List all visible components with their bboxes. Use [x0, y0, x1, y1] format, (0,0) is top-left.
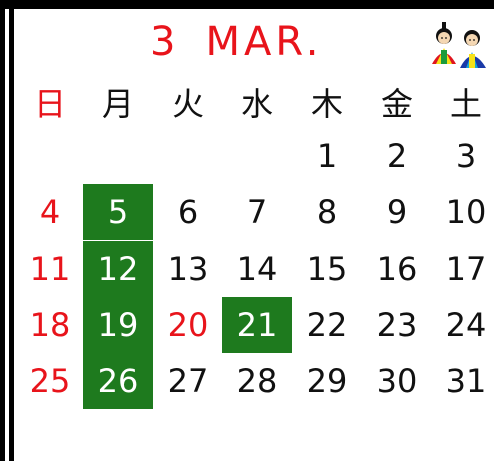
- day-cell-13: 13: [167, 250, 209, 288]
- left-border-inner: [9, 0, 14, 461]
- day-cell-26: 26: [83, 353, 153, 409]
- weekday-fri: 金: [380, 85, 413, 123]
- day-cell-31: 31: [445, 362, 487, 400]
- day-cell-27: 27: [167, 362, 209, 400]
- weekday-tue: 火: [171, 85, 204, 123]
- day-cell-8: 8: [316, 193, 338, 231]
- day-cell-16: 16: [376, 250, 418, 288]
- day-cell-25: 25: [29, 362, 71, 400]
- top-border: [0, 0, 494, 9]
- day-cell-23: 23: [376, 306, 418, 344]
- weekday-mon: 月: [101, 85, 134, 123]
- weekday-thu: 木: [310, 85, 343, 123]
- weekday-wed: 水: [240, 85, 273, 123]
- day-cell-24: 24: [445, 306, 487, 344]
- day-cell-28: 28: [236, 362, 278, 400]
- day-cell-12: 12: [83, 241, 153, 297]
- month-name: MAR.: [205, 19, 323, 65]
- day-cell-21: 21: [222, 297, 292, 353]
- day-cell-7: 7: [246, 193, 268, 231]
- day-cell-1: 1: [316, 137, 338, 175]
- weekday-sun: 日: [33, 85, 66, 123]
- day-cell-5: 5: [83, 184, 153, 240]
- day-cell-30: 30: [376, 362, 418, 400]
- day-cell-14: 14: [236, 250, 278, 288]
- day-cell-11: 11: [29, 250, 71, 288]
- day-cell-10: 10: [445, 193, 487, 231]
- day-cell-22: 22: [306, 306, 348, 344]
- day-cell-18: 18: [29, 306, 71, 344]
- day-cell-3: 3: [455, 137, 477, 175]
- month-number: 3: [150, 19, 180, 65]
- day-cell-9: 9: [386, 193, 408, 231]
- day-cell-17: 17: [445, 250, 487, 288]
- day-cell-29: 29: [306, 362, 348, 400]
- calendar-title: 3 MAR.: [150, 18, 322, 66]
- day-cell-2: 2: [386, 137, 408, 175]
- day-cell-19: 19: [83, 297, 153, 353]
- day-cell-15: 15: [306, 250, 348, 288]
- day-cell-6: 6: [177, 193, 199, 231]
- hina-dolls-icon: [432, 22, 486, 68]
- day-cell-4: 4: [39, 193, 61, 231]
- left-border-outer: [0, 0, 5, 461]
- weekday-sat: 土: [449, 85, 482, 123]
- day-cell-20: 20: [167, 306, 209, 344]
